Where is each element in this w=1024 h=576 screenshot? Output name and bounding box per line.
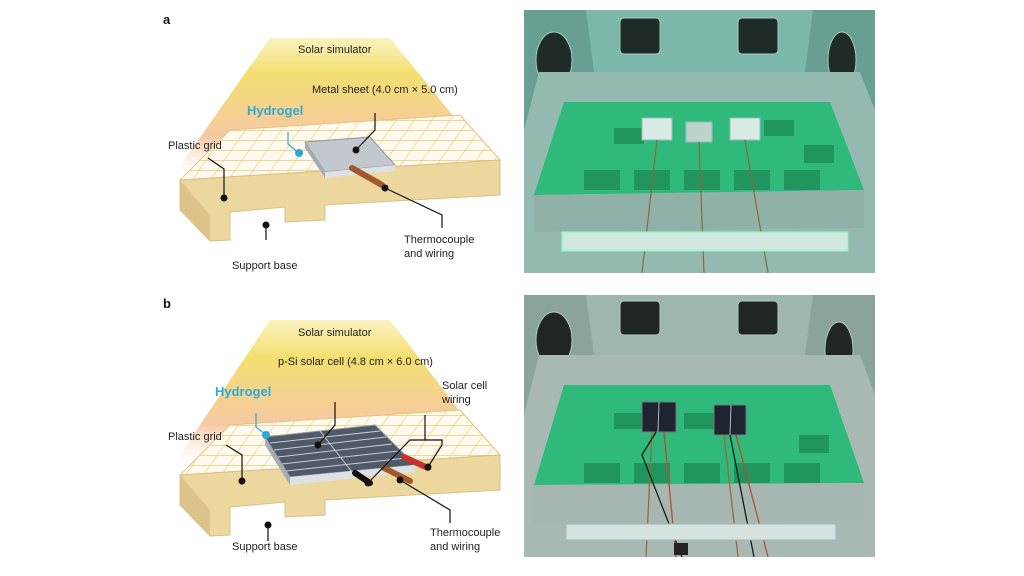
panel-b-schematic — [170, 320, 505, 541]
support-base-label: Support base — [232, 541, 298, 553]
ruler — [561, 231, 849, 252]
thermocouple-label-1: Thermocouple — [430, 527, 501, 539]
thermocouple-label-1: Thermocouple — [404, 234, 475, 246]
plastic-grid-label: Plastic grid — [168, 140, 222, 152]
green-grid — [534, 385, 864, 485]
thermocouple-probe — [381, 465, 413, 484]
solar-simulator-label: Solar simulator — [298, 44, 372, 56]
metal-samples — [641, 117, 761, 143]
thermocouple-label-2: and wiring — [404, 248, 455, 260]
support-base-label: Support base — [232, 260, 298, 272]
red-wire — [401, 454, 431, 471]
plastic-grid-label: Plastic grid — [168, 431, 222, 443]
ruler — [565, 523, 837, 541]
panel-b-letter: b — [163, 296, 171, 311]
thermocouple-probe — [349, 165, 385, 188]
solar-cell-wiring-label-1: Solar cell — [442, 380, 488, 392]
alligator-clip — [674, 543, 688, 555]
thermocouple-label-2: and wiring — [430, 541, 481, 553]
solar-cell-wiring-label-2: wiring — [442, 394, 471, 406]
panel-a-diagram: Solar simulator Metal sheet (4.0 cm × 5.… — [160, 20, 510, 290]
solar-cell-label: p-Si solar cell (4.8 cm × 6.0 cm) — [278, 356, 433, 368]
solar-simulator-label: Solar simulator — [298, 327, 372, 339]
panel-b-diagram: Solar simulator p-Si solar cell (4.8 cm … — [160, 305, 510, 575]
panel-a-schematic — [170, 38, 505, 242]
panel-b-photo — [524, 295, 875, 557]
panel-a-photo — [524, 10, 875, 273]
metal-sheet-label: Metal sheet (4.0 cm × 5.0 cm) — [312, 84, 458, 96]
panel-a-letter: a — [163, 12, 171, 27]
hydrogel-label: Hydrogel — [215, 384, 272, 399]
hydrogel-label: Hydrogel — [247, 103, 304, 118]
